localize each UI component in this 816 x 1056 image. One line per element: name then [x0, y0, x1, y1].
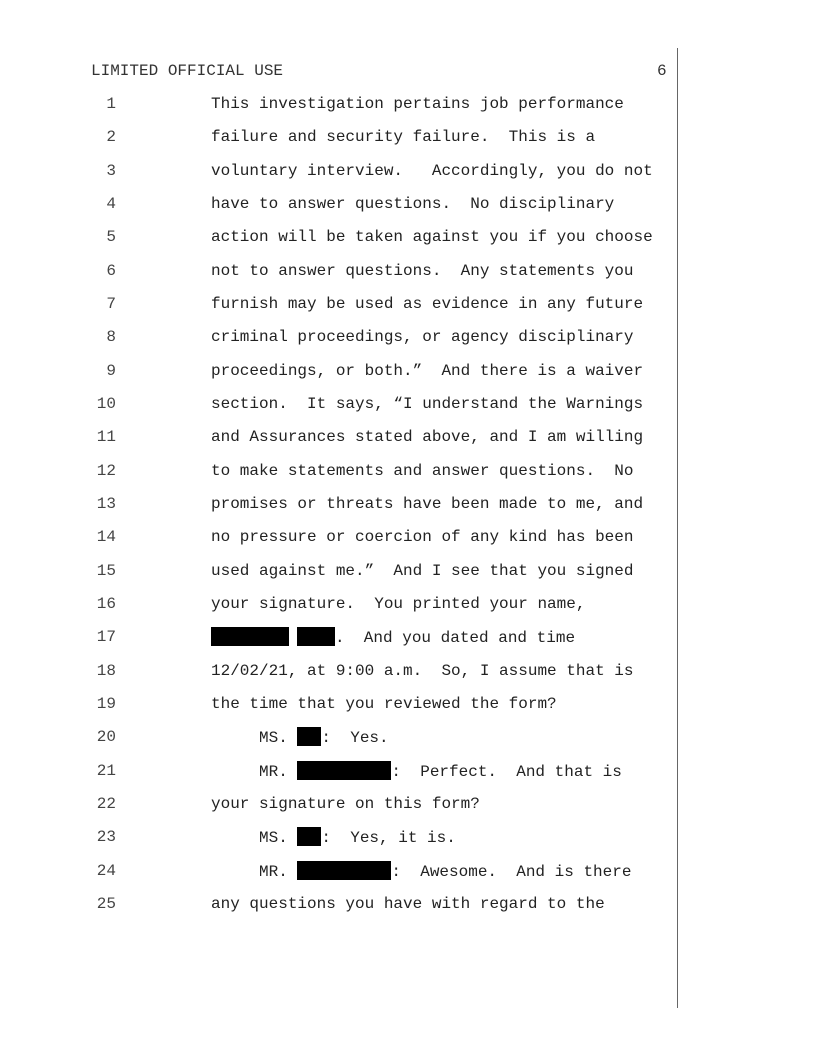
redaction-box [211, 627, 289, 647]
line-text: the time that you reviewed the form? [211, 694, 557, 714]
text-segment: : Yes, it is. [321, 829, 456, 848]
line-text: your signature on this form? [211, 794, 480, 814]
redaction-box [297, 627, 335, 647]
line-text: no pressure or coercion of any kind has … [211, 527, 633, 547]
line-text: MR. : Perfect. And that is [259, 760, 622, 782]
line-text: criminal proceedings, or agency discipli… [211, 327, 633, 347]
line-number: 11 [96, 428, 116, 447]
line-number: 5 [106, 228, 116, 247]
line-number: 24 [96, 861, 116, 880]
text-segment: the time that you reviewed the form? [211, 694, 557, 713]
text-segment: promises or threats have been made to me… [211, 494, 644, 513]
redaction-box [297, 760, 392, 780]
line-text: 12/02/21, at 9:00 a.m. So, I assume that… [211, 661, 633, 681]
line-number: 6 [106, 261, 116, 280]
line-text: your signature. You printed your name, [211, 594, 585, 614]
text-segment: MS. [259, 829, 298, 848]
line-text: voluntary interview. Accordingly, you do… [211, 161, 653, 181]
line-number: 18 [96, 661, 116, 680]
line-text: used against me.” And I see that you sig… [211, 561, 633, 581]
line-number: 16 [96, 594, 116, 613]
line-text: and Assurances stated above, and I am wi… [211, 427, 643, 447]
text-segment: MR. [259, 762, 298, 781]
line-text: MS. : Yes. [259, 727, 389, 748]
line-number: 15 [96, 561, 116, 580]
text-segment: failure and security failure. This is a [211, 128, 596, 147]
line-number: 13 [96, 494, 116, 513]
line-number: 10 [96, 394, 116, 413]
text-segment: not to answer questions. Any statements … [211, 261, 634, 280]
redaction-box [297, 860, 392, 880]
line-number: 1 [106, 95, 116, 113]
text-segment: : Yes. [321, 729, 389, 748]
redaction-box [297, 827, 322, 847]
text-segment: MS. [259, 729, 298, 748]
line-number: 4 [106, 194, 116, 213]
line-text: action will be taken against you if you … [211, 227, 653, 247]
line-text: MS. : Yes, it is. [259, 827, 456, 848]
line-text: MR. : Awesome. And is there [259, 860, 632, 882]
line-text: not to answer questions. Any statements … [211, 261, 633, 281]
text-segment: . And you dated and time [335, 629, 576, 648]
line-number: 8 [106, 328, 116, 347]
line-number: 7 [106, 294, 116, 313]
line-number: 20 [96, 728, 116, 747]
line-text: furnish may be used as evidence in any f… [211, 294, 643, 314]
text-segment: action will be taken against you if you … [211, 228, 653, 247]
line-number: 12 [96, 461, 116, 480]
margin-rule [677, 48, 678, 1008]
text-segment: furnish may be used as evidence in any f… [211, 294, 644, 313]
page-number: 6 [657, 62, 667, 80]
text-segment: MR. [259, 862, 298, 881]
text-segment: to make statements and answer questions.… [211, 461, 634, 480]
line-text: . And you dated and time [211, 627, 575, 648]
text-segment: : Perfect. And that is [391, 762, 622, 781]
line-number: 17 [96, 628, 116, 647]
text-segment: your signature. You printed your name, [211, 594, 586, 613]
text-segment: have to answer questions. No disciplinar… [211, 194, 615, 213]
line-number: 2 [106, 128, 116, 147]
text-segment: no pressure or coercion of any kind has … [211, 528, 634, 547]
line-text: promises or threats have been made to me… [211, 494, 643, 514]
text-segment: any questions you have with regard to th… [211, 894, 605, 913]
text-segment: section. It says, “I understand the Warn… [211, 394, 644, 413]
line-text: section. It says, “I understand the Warn… [211, 394, 643, 414]
text-segment: proceedings, or both.” And there is a wa… [211, 361, 644, 380]
text-segment: and Assurances stated above, and I am wi… [211, 428, 644, 447]
text-segment: your signature on this form? [211, 794, 480, 813]
text-segment: This investigation pertains job performa… [211, 95, 624, 113]
line-number: 3 [106, 161, 116, 180]
line-text: proceedings, or both.” And there is a wa… [211, 361, 643, 381]
line-number: 21 [96, 761, 116, 780]
text-segment: 12/02/21, at 9:00 a.m. So, I assume that… [211, 661, 634, 680]
line-text: any questions you have with regard to th… [211, 894, 605, 914]
line-number: 19 [96, 694, 116, 713]
line-number: 23 [96, 828, 116, 847]
line-number: 25 [96, 894, 116, 913]
text-segment: criminal proceedings, or agency discipli… [211, 328, 634, 347]
redaction-box [297, 727, 322, 747]
text-segment: used against me.” And I see that you sig… [211, 561, 634, 580]
line-text: to make statements and answer questions.… [211, 461, 633, 481]
line-number: 9 [106, 361, 116, 380]
line-number: 22 [96, 794, 116, 813]
line-number: 14 [96, 528, 116, 547]
line-text: failure and security failure. This is a [211, 127, 595, 147]
text-segment: : Awesome. And is there [391, 862, 632, 881]
line-text: have to answer questions. No disciplinar… [211, 194, 614, 214]
classification-header: LIMITED OFFICIAL USE [91, 62, 284, 80]
line-text: This investigation pertains job performa… [211, 94, 624, 114]
text-segment: voluntary interview. Accordingly, you do… [211, 161, 653, 180]
